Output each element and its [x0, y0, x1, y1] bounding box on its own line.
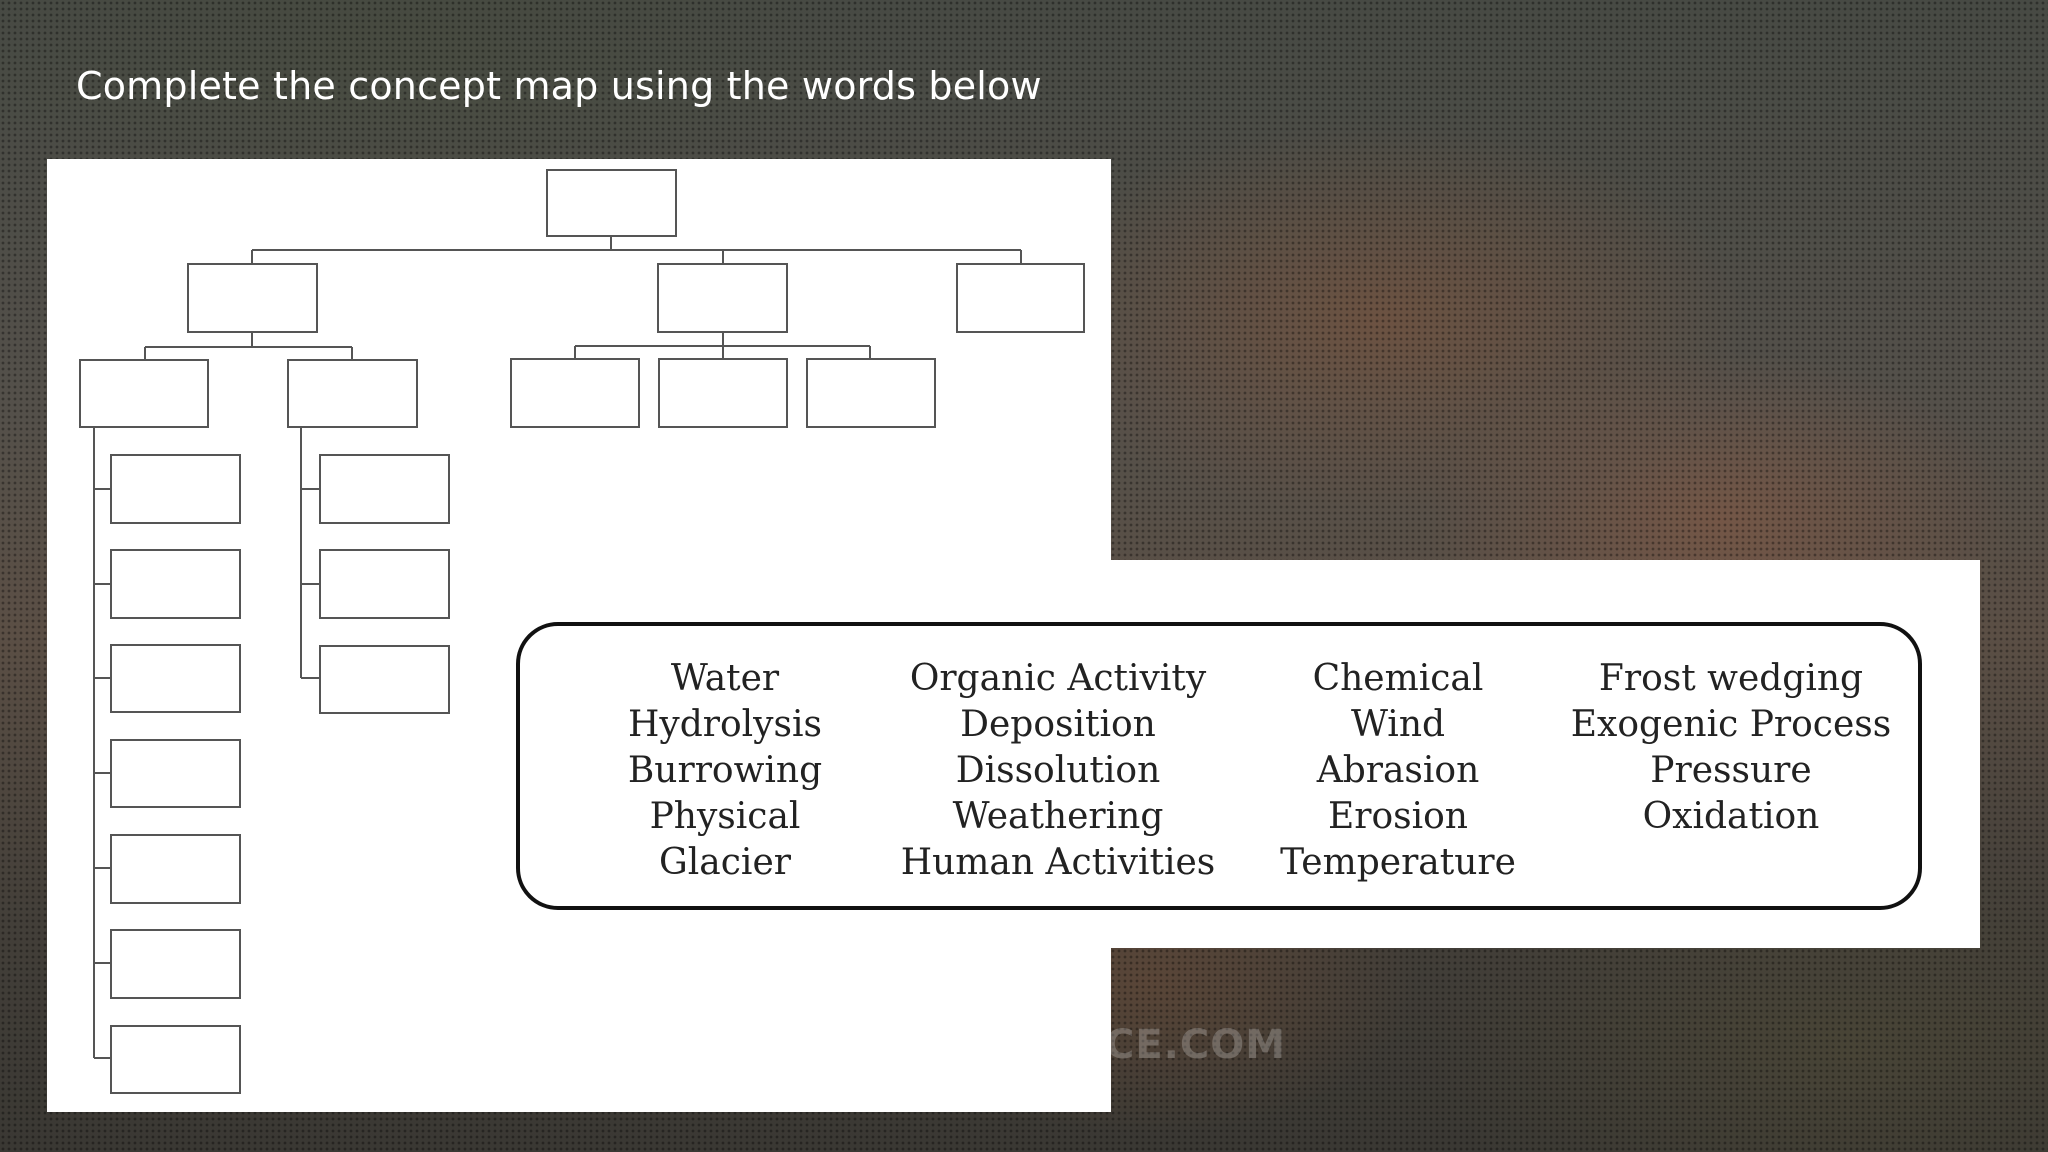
map-box-l1-middle[interactable] [657, 263, 788, 333]
map-box-list1-3[interactable] [110, 644, 241, 713]
word-bank-column-2: Organic Activity Deposition Dissolution … [878, 656, 1238, 886]
watermark-text: CE.COM [1105, 1022, 1287, 1068]
word-item: Organic Activity [909, 658, 1207, 699]
map-box-list1-6[interactable] [110, 929, 241, 999]
word-item: Glacier [659, 842, 791, 883]
map-box-l2-5[interactable] [806, 358, 936, 428]
word-item: Oxidation [1642, 796, 1820, 837]
map-box-l2-2[interactable] [287, 359, 418, 428]
word-item: Hydrolysis [628, 704, 822, 745]
map-box-list1-7[interactable] [110, 1025, 241, 1094]
word-item: Exogenic Process [1570, 704, 1892, 745]
map-box-l1-left[interactable] [187, 263, 318, 333]
word-bank-column-3: Chemical Wind Abrasion Erosion Temperatu… [1263, 656, 1533, 886]
word-item: Burrowing [627, 750, 823, 791]
map-box-list2-3[interactable] [319, 645, 450, 714]
word-item: Frost wedging [1598, 658, 1864, 699]
slide-heading: Complete the concept map using the words… [76, 64, 1042, 108]
map-box-l2-3[interactable] [510, 358, 640, 428]
word-item: Deposition [960, 704, 1156, 745]
map-box-list1-2[interactable] [110, 549, 241, 619]
word-bank-box: Water Hydrolysis Burrowing Physical Glac… [516, 622, 1922, 910]
word-item: Temperature [1280, 842, 1516, 883]
word-item: Pressure [1650, 750, 1812, 791]
word-item: Weathering [952, 796, 1164, 837]
map-box-l2-4[interactable] [658, 358, 788, 428]
word-item: Abrasion [1316, 750, 1480, 791]
word-item: Erosion [1327, 796, 1468, 837]
map-box-list1-1[interactable] [110, 454, 241, 524]
map-box-list1-5[interactable] [110, 834, 241, 904]
map-box-list2-2[interactable] [319, 549, 450, 619]
word-item: Human Activities [900, 842, 1216, 883]
word-item: Dissolution [955, 750, 1161, 791]
map-box-l1-right[interactable] [956, 263, 1085, 333]
word-bank-column-4: Frost wedging Exogenic Process Pressure … [1556, 656, 1906, 840]
word-item: Wind [1350, 704, 1446, 745]
word-item: Physical [649, 796, 801, 837]
word-item: Chemical [1312, 658, 1484, 699]
map-box-root[interactable] [546, 169, 677, 237]
word-item: Water [670, 658, 780, 699]
map-box-list1-4[interactable] [110, 739, 241, 808]
map-box-list2-1[interactable] [319, 454, 450, 524]
map-box-l2-1[interactable] [79, 359, 209, 428]
word-bank-column-1: Water Hydrolysis Burrowing Physical Glac… [590, 656, 860, 886]
